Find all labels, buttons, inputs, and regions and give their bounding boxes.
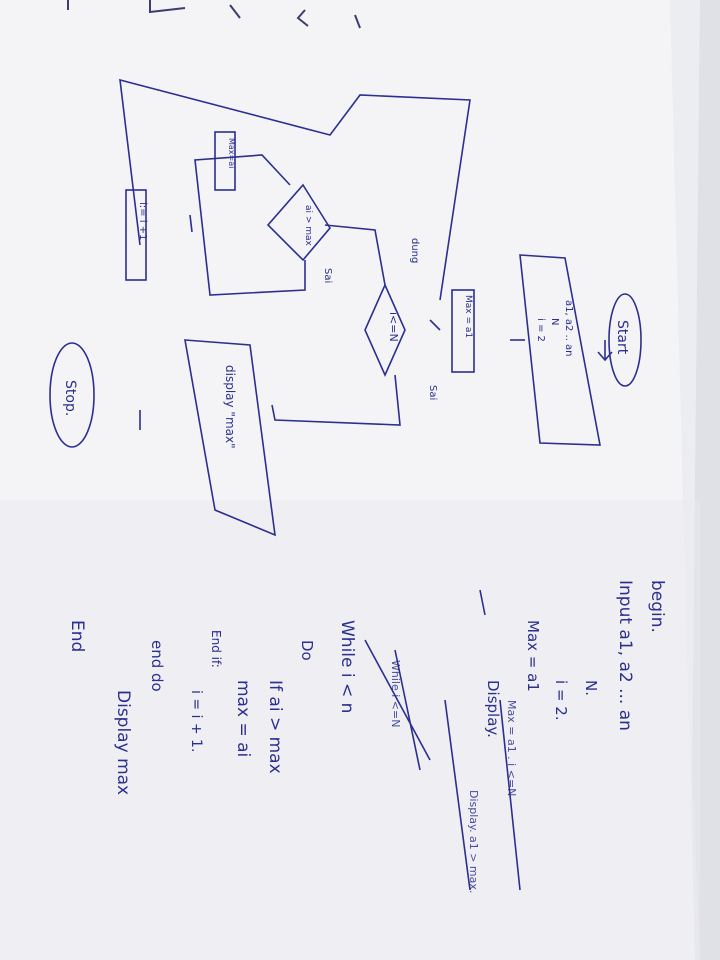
pseudo-line: max = ai <box>233 680 253 757</box>
pseudo-line: Input a1, a2 ... an <box>615 580 635 731</box>
loop-yes-label: dung <box>409 238 420 263</box>
flowchart-drawing <box>49 78 642 891</box>
input-line-2: N <box>549 318 560 325</box>
pseudo-line: While i < n <box>337 620 357 713</box>
stop-label: Stop. <box>62 380 78 416</box>
increment-label: i:= i +1 <box>137 202 148 240</box>
crossed-out-line: Max = a1 . i <=N <box>505 700 518 796</box>
compare-no-label: Sai <box>322 268 333 283</box>
pseudo-line: Display max <box>113 690 133 795</box>
pseudo-line: begin. <box>647 580 667 633</box>
loop-no-label: Sai <box>427 385 438 400</box>
pseudo-line: Display. <box>484 680 502 738</box>
pseudo-line: i = i + 1. <box>188 690 204 752</box>
pseudocode-block: begin. Input a1, a2 ... an N. i = 2. Max… <box>67 580 667 893</box>
pseudo-line: N. <box>582 680 600 696</box>
pseudo-line: End if: <box>209 630 223 668</box>
compare-condition: ai > max <box>303 205 313 247</box>
input-line-1: a1, a2 .. an <box>563 300 574 357</box>
assign-label: Max=ai <box>227 138 236 168</box>
pseudo-line: If ai > max <box>265 680 285 774</box>
start-label: Start <box>614 320 630 355</box>
crossed-out-line: Display. a1 > max. <box>467 790 480 893</box>
pseudo-line: end do <box>148 640 166 692</box>
loop-condition: i<=N <box>387 312 400 342</box>
pseudo-line: i = 2. <box>552 680 570 721</box>
ring-marks <box>67 0 361 29</box>
init-label: Max = a1 <box>463 295 473 338</box>
output-label: display "max" <box>223 365 237 449</box>
pseudo-line: Max = a1 <box>524 620 542 692</box>
pseudo-line: Do <box>298 640 316 661</box>
pseudo-line: End <box>67 620 87 652</box>
crossed-out-line: While i <=N <box>389 660 402 727</box>
input-line-3: i = 2 <box>535 318 546 342</box>
